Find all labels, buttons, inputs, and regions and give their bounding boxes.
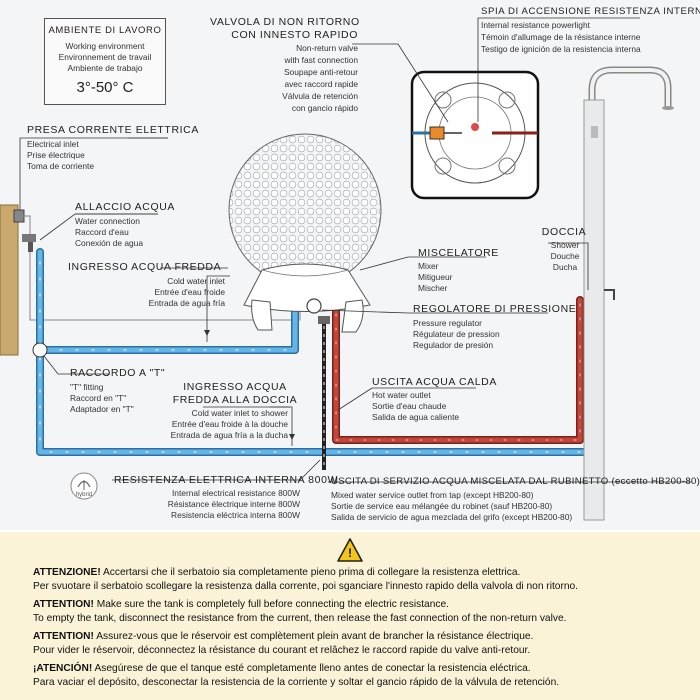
wall-post [0,204,19,356]
diagram-drawing [0,17,692,521]
regolatore-line-2: Régulateur de pression [413,329,500,339]
warning-es-text-1: Asegúrese de que el tanque esté completa… [92,663,531,674]
presa-line-1: Electrical inlet [27,139,79,149]
uscita-servizio-line-1: Mixed water service outlet from tap (exc… [331,490,534,500]
ambiente-line-1: Working environment [65,41,145,51]
presa-line-2: Prise électrique [27,150,85,160]
allaccio-line-2: Raccord d'eau [75,227,129,237]
resistenza-line-3: Resistencia eléctrica interna 800W [171,510,300,520]
spia-line-3: Testigo de ignición de la resistencia in… [481,44,641,54]
doccia-line-2: Douche [550,251,580,261]
regolatore-line-3: Regulador de presión [413,340,494,350]
hot-water-pipe [332,296,584,444]
ambiente-line-2: Environnement de travail [58,52,152,62]
allaccio-line-3: Conexión de agua [75,238,143,248]
ambiente-title: AMBIENTE DI LAVORO [48,25,162,36]
ingresso-doccia-line-2: Entrée d'eau froide à la douche [171,419,288,429]
warning-en-text-1: Make sure the tank is completely full be… [93,599,449,610]
warning-fr-line-1: ATTENTION! Assurez-vous que le réservoir… [33,630,533,644]
ingresso-doccia-title-2: FREDDA ALLA DOCCIA [172,394,298,406]
regolatore-title: REGOLATORE DI PRESSIONE [413,303,577,315]
warning-triangle-icon [337,538,363,562]
uscita-calda-line-2: Sortie d'eau chaude [372,401,447,411]
valvola-line-4: avec raccord rapide [284,79,358,89]
valvola-line-1: Non-return valve [296,43,358,53]
valve-connector [429,126,445,140]
raccordo-line-3: Adaptador en "T" [70,404,134,414]
warning-es-head: ¡ATENCIÓN! [33,663,93,674]
spia-line-1: Internal resistance powerlight [481,20,590,30]
resistenza-line-2: Résistance électrique interne 800W [167,499,300,509]
doccia-title: DOCCIA [541,226,587,238]
warning-fr-line-2: Pour vider le réservoir, déconnectez la … [33,645,531,656]
valvola-line-5: Válvula de retención [282,91,358,101]
resistenza-line-1: Internal electrical resistance 800W [171,488,300,498]
regolatore-line-1: Pressure regulator [413,318,482,328]
warning-it-line-2: Per svuotare il serbatoio scollegare la … [33,581,579,592]
warning-es-line-2: Para vaciar el depósito, desconectar la … [33,677,560,688]
warning-en-head: ATTENTION! [33,599,94,610]
doccia-line-1: Shower [550,240,580,250]
presa-line-3: Toma de corriente [27,161,95,171]
raccordo-line-1: "T" fitting [70,382,104,392]
resistenza-title: RESISTENZA ELETTRICA INTERNA 800W [114,474,339,486]
ingresso-fredda-line-2: Entrée d'eau froide [154,287,225,297]
allaccio-line-1: Water connection [75,216,140,226]
valvola-title-1: VALVOLA DI NON RITORNO [210,16,360,28]
uscita-calda-line-1: Hot water outlet [372,390,431,400]
hybrid-logo-text: hybrid [75,492,93,498]
ingresso-fredda-line-3: Entrada de agua fría [148,298,225,308]
warning-it-text-1: Accertarsi che il serbatoio sia completa… [100,567,521,578]
inset-view [410,70,540,200]
valvola-line-2: with fast connection [284,55,358,65]
pressure-regulator-knob [306,298,322,314]
raccordo-line-2: Raccord en "T" [70,393,127,403]
warning-icon-glyph: ! [348,546,352,560]
tap-spout [28,242,33,252]
uscita-calda-line-3: Salida de agua caliente [372,412,460,422]
warning-fr-head: ATTENTION! [33,631,94,642]
ingresso-doccia-line-3: Entrada de agua fría a la ducha [170,430,288,440]
ingresso-fredda-line-1: Cold water inlet [167,276,225,286]
spia-line-2: Témoin d'allumage de la résistance inter… [481,32,641,42]
sphere-tank [228,133,382,333]
ingresso-fredda-title: INGRESSO ACQUA FREDDA [68,261,222,273]
miscelatore-line-1: Mixer [418,261,439,271]
powerlight-dot [471,123,479,131]
warning-fr-text-1: Assurez-vous que le réservoir est complè… [93,631,534,642]
working-environment-box: AMBIENTE DI LAVORO Working environment E… [44,18,166,105]
water-tap [22,234,36,242]
uscita-servizio-line-2: Sortie de service eau mélangée du robine… [331,501,553,511]
warning-en-line-2: To empty the tank, disconnect the resist… [33,613,567,624]
valvola-line-6: con gancio rápido [291,103,358,113]
raccordo-title: RACCORDO A "T" [70,367,166,379]
ingresso-doccia-line-1: Cold water inlet to shower [191,408,288,418]
miscelatore-title: MISCELATORE [418,247,499,259]
spia-title: SPIA DI ACCENSIONE RESISTENZA INTERNA [481,6,700,17]
miscelatore-line-3: Mischer [418,283,448,293]
warning-it-line-1: ATTENZIONE! Accertarsi che il serbatoio … [33,566,520,580]
warning-panel: ! ATTENZIONE! Accertarsi che il serbatoi… [0,532,700,700]
ingresso-doccia-title-1: INGRESSO ACQUA [183,381,287,393]
diagram-area: AMBIENTE DI LAVORO Working environment E… [0,0,700,530]
valvola-title-2: CON INNESTO RAPIDO [231,29,358,41]
warning-en-line-1: ATTENTION! Make sure the tank is complet… [33,598,449,612]
service-tap [318,316,330,324]
hybrid-logo [70,472,98,500]
uscita-servizio-title: USCITA DI SERVIZIO ACQUA MISCELATA DAL R… [331,476,700,487]
warning-it-head: ATTENZIONE! [33,567,101,578]
presa-title: PRESA CORRENTE ELETTRICA [27,124,199,136]
uscita-servizio-line-3: Salida de servicio de agua mezclada del … [331,512,573,522]
uscita-calda-title: USCITA ACQUA CALDA [372,376,497,388]
shower-column [583,66,674,521]
allaccio-title: ALLACCIO ACQUA [75,201,176,213]
ambiente-line-3: Ambiente de trabajo [67,63,143,73]
valvola-line-3: Soupape anti-retour [283,67,358,77]
ambiente-temperature-range: 3°-50° C [76,79,134,96]
warning-es-line-1: ¡ATENCIÓN! Asegúrese de que el tanque es… [33,662,531,676]
doccia-line-3: Ducha [552,262,578,272]
miscelatore-line-2: Mitigueur [418,272,453,282]
t-fitting [32,342,48,358]
